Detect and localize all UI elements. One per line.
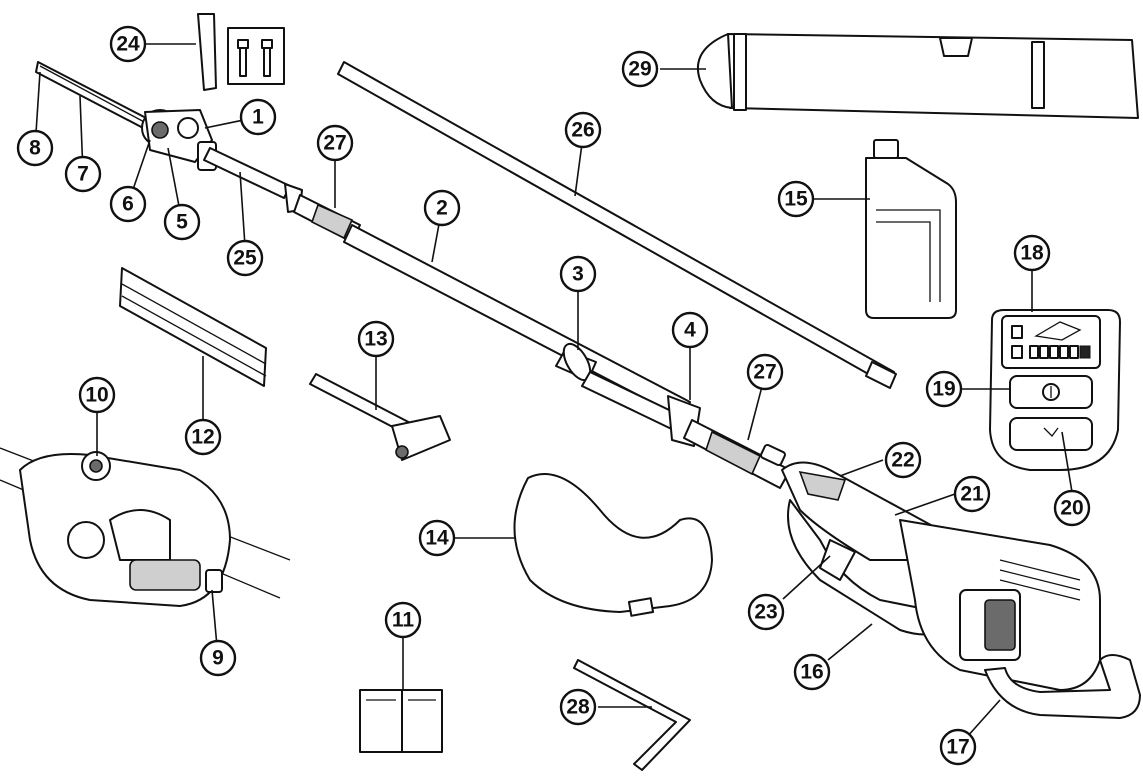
callout-27-lower-label: 27 (753, 361, 776, 384)
callout-6-label: 6 (122, 193, 134, 216)
callout-9-label: 9 (212, 647, 224, 670)
callout-16-label: 16 (800, 661, 823, 684)
callout-5: 5 (163, 203, 201, 241)
callout-20: 20 (1053, 489, 1091, 527)
callout-10: 10 (78, 376, 116, 414)
callout-21-label: 21 (960, 483, 984, 506)
callout-19: 19 (925, 370, 963, 408)
callout-28-label: 28 (566, 696, 590, 719)
callout-26: 26 (564, 111, 602, 149)
callout-24-label: 24 (116, 33, 140, 56)
callout-13-label: 13 (364, 328, 387, 351)
callout-2-label: 2 (436, 197, 448, 220)
extension-tube-short (203, 147, 361, 243)
callout-28: 28 (559, 688, 597, 726)
hex-key (573, 659, 691, 771)
callout-21: 21 (953, 475, 991, 513)
callout-4: 4 (671, 311, 709, 349)
callout-10-label: 10 (85, 384, 108, 407)
callout-20-label: 20 (1060, 497, 1083, 520)
callout-17-label: 17 (946, 736, 969, 759)
callout-23-label: 23 (754, 601, 777, 624)
callout-22: 22 (884, 441, 922, 479)
callout-24: 24 (109, 25, 147, 63)
callout-4-label: 4 (684, 319, 696, 342)
extension-pole (337, 61, 897, 389)
callout-29-label: 29 (628, 58, 651, 81)
callout-12: 12 (184, 418, 222, 456)
callout-14: 14 (418, 519, 456, 557)
bar-clamp (119, 267, 267, 387)
callout-9: 9 (199, 639, 237, 677)
callout-16: 16 (793, 653, 831, 691)
callout-12-label: 12 (191, 426, 214, 449)
callout-11-label: 11 (392, 609, 415, 632)
callout-7: 7 (64, 155, 102, 193)
callout-15-label: 15 (784, 188, 808, 211)
callout-1-label: 1 (252, 106, 264, 129)
guide-bar-and-chain (35, 61, 217, 171)
callout-7-label: 7 (77, 163, 89, 186)
callout-15: 15 (777, 180, 815, 218)
control-panel (989, 309, 1121, 471)
callout-18-label: 18 (1020, 242, 1044, 265)
callout-1: 1 (239, 98, 277, 136)
callout-3: 3 (559, 255, 597, 293)
callout-8-label: 8 (29, 137, 41, 160)
callout-27-upper: 27 (316, 124, 354, 162)
callout-8: 8 (16, 129, 54, 167)
callout-11: 11 (384, 601, 422, 639)
callout-22-label: 22 (891, 449, 914, 472)
callout-18: 18 (1013, 234, 1051, 272)
callout-3-label: 3 (572, 263, 584, 286)
scrench-tool (309, 373, 451, 461)
powerhead-handle (781, 461, 1141, 719)
oil-bottle (865, 139, 957, 319)
callout-23: 23 (747, 593, 785, 631)
battery-bars (1029, 345, 1091, 359)
shoulder-strap (513, 473, 713, 617)
callout-27-upper-label: 27 (323, 132, 346, 155)
callout-17: 17 (939, 728, 977, 766)
callout-2: 2 (423, 189, 461, 227)
callout-27-lower: 27 (746, 353, 784, 391)
callout-6: 6 (109, 185, 147, 223)
manual-book (359, 689, 443, 753)
callout-25: 25 (226, 239, 264, 277)
main-pole (343, 224, 791, 489)
callout-13: 13 (357, 320, 395, 358)
bar-scabbard (696, 33, 1139, 119)
callout-29: 29 (621, 50, 659, 88)
callout-26-label: 26 (571, 119, 594, 142)
callout-5-label: 5 (176, 211, 188, 234)
callout-19-label: 19 (932, 378, 955, 401)
bracket-and-screws (197, 13, 285, 91)
callout-25-label: 25 (233, 247, 257, 270)
saw-head-detail (0, 447, 291, 607)
callout-14-label: 14 (425, 527, 449, 550)
